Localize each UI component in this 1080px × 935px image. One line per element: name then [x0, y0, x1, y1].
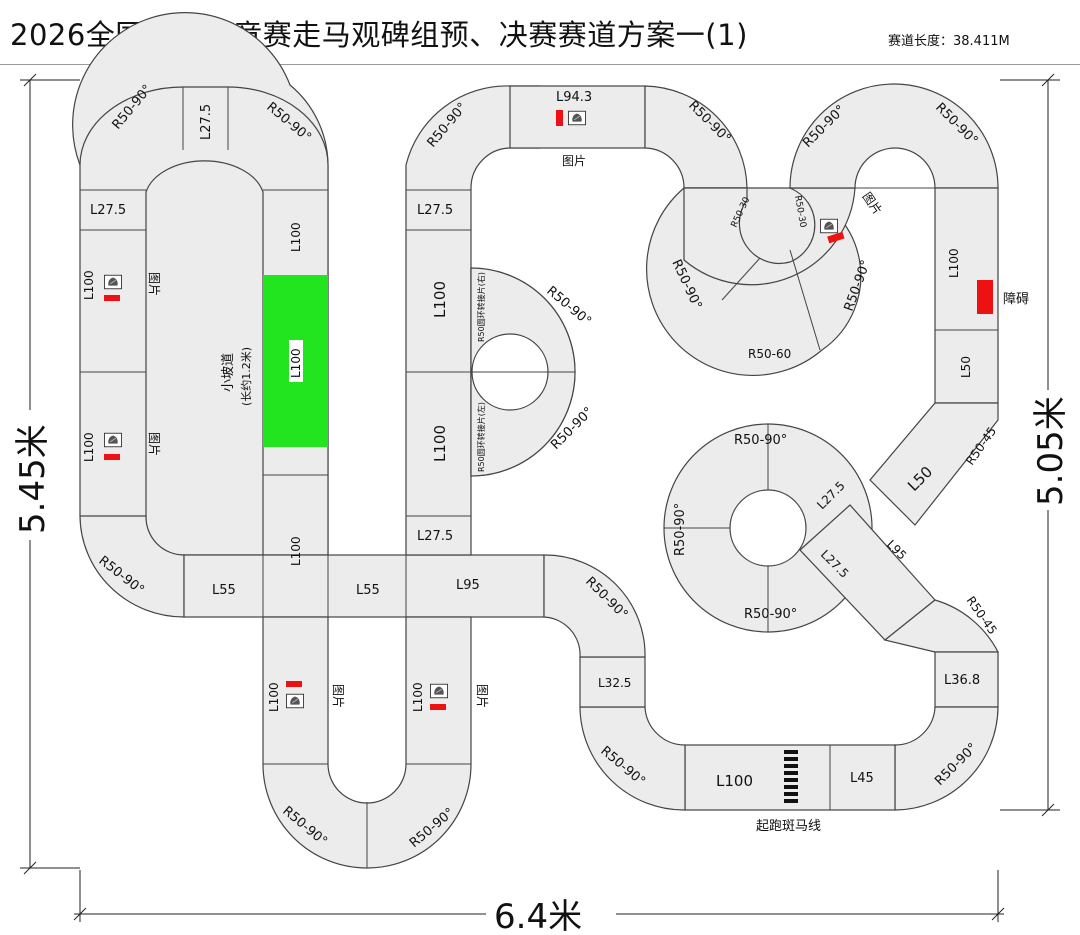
track-surface — [72, 12, 999, 869]
label-l100: L100 — [82, 432, 96, 462]
label-roundabout-right: R50圆环转接片(右) — [476, 272, 486, 342]
stele-pictures — [104, 110, 993, 710]
label-obstacle: 障碍 — [1003, 292, 1029, 307]
label-l100: L100 — [431, 425, 449, 462]
label-l27-5: L27.5 — [199, 104, 214, 140]
label-l27-5: L27.5 — [90, 203, 126, 218]
header-divider — [0, 64, 1080, 65]
label-l100: L100 — [267, 682, 281, 712]
label-ramp: 小坡道 — [221, 353, 236, 392]
label-start-line: 起跑斑马线 — [756, 819, 821, 834]
label-picture: 图片 — [860, 190, 885, 218]
label-r50-90: R50-90° — [673, 503, 688, 556]
stele-picture-icon — [430, 683, 448, 699]
label-l55: L55 — [356, 583, 380, 598]
label-l100: L100 — [947, 248, 961, 278]
label-l27-5: L27.5 — [417, 203, 453, 218]
obstacle-block-icon — [556, 110, 563, 126]
label-picture: 图片 — [331, 684, 345, 708]
dimension-width-bottom: 6.4米 — [494, 897, 582, 935]
obstacle-block-icon — [977, 280, 993, 314]
label-picture: 图片 — [562, 154, 586, 168]
zebra-start-line-icon — [784, 750, 798, 803]
dimension-height-left: 5.45米 — [13, 424, 53, 534]
stele-picture-icon — [104, 274, 122, 290]
stele-picture-icon — [568, 110, 586, 126]
label-l50: L50 — [959, 356, 973, 378]
obstacle-block-icon — [430, 704, 446, 710]
label-l27-5: L27.5 — [417, 529, 453, 544]
label-l100: L100 — [289, 348, 303, 378]
stele-picture-icon — [820, 218, 838, 234]
label-r50-90: R50-90° — [744, 607, 797, 622]
obstacle-block-icon — [104, 295, 120, 301]
label-r50-60: R50-60 — [748, 347, 791, 361]
obstacle-block-icon — [286, 681, 302, 687]
label-l100: L100 — [82, 270, 96, 300]
label-l55: L55 — [212, 583, 236, 598]
label-l100: L100 — [289, 536, 303, 566]
obstacle-block-icon — [104, 454, 120, 460]
label-l95: L95 — [456, 578, 480, 593]
label-l100: L100 — [716, 772, 753, 790]
label-l100: L100 — [411, 682, 425, 712]
label-roundabout-left: R50圆环转接片(左) — [476, 402, 486, 472]
label-r50-90: R50-90° — [734, 433, 787, 448]
label-l45: L45 — [850, 771, 874, 786]
obstacle-block-icon — [827, 231, 845, 244]
label-picture: 图片 — [475, 684, 489, 708]
label-l100: L100 — [431, 281, 449, 318]
dimension-height-right: 5.05米 — [1031, 396, 1071, 506]
segment-separators — [80, 86, 998, 868]
label-picture: 图片 — [147, 432, 161, 456]
label-l100: L100 — [289, 222, 303, 252]
stele-picture-icon — [286, 693, 304, 709]
label-l36-8: L36.8 — [944, 673, 980, 688]
label-l32-5: L32.5 — [598, 676, 631, 690]
stele-picture-icon — [104, 432, 122, 448]
track-length: 赛道长度：38.411M — [888, 34, 1010, 49]
label-ramp-note: (长约1.2米) — [240, 347, 253, 406]
dimension-lines — [14, 73, 1064, 932]
label-l94-3: L94.3 — [556, 90, 592, 105]
label-picture: 图片 — [147, 272, 161, 296]
